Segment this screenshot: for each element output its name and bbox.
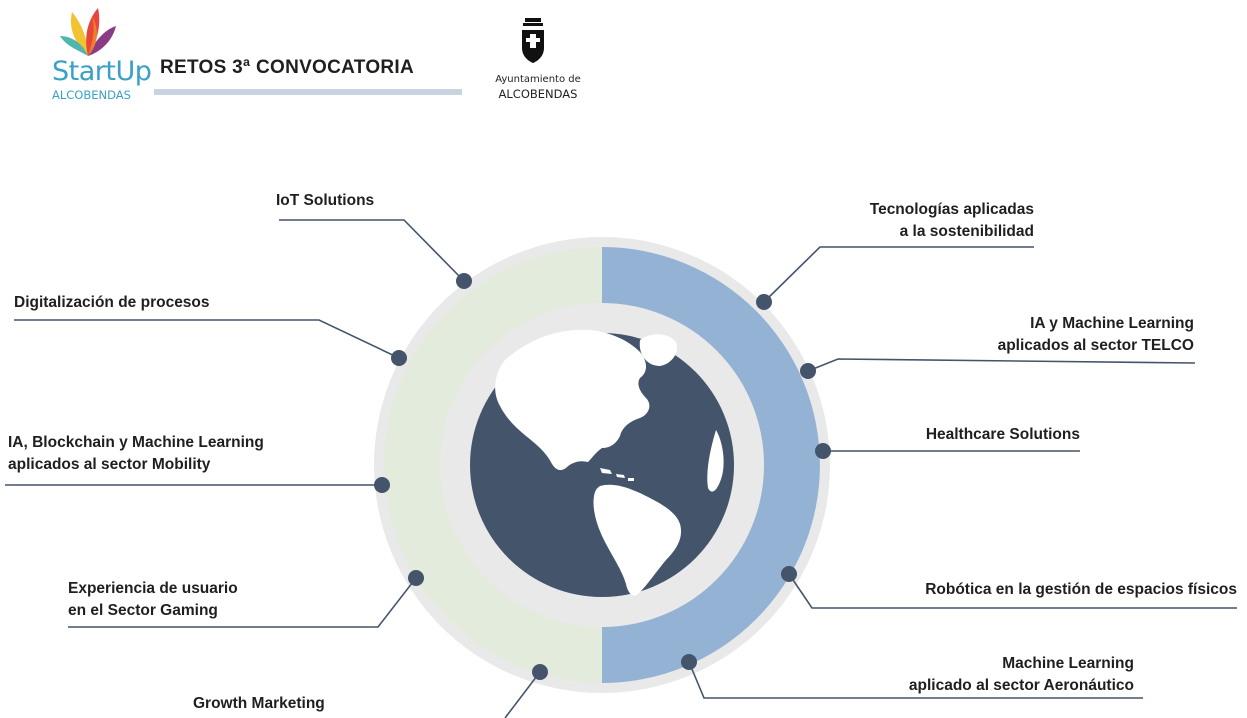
coat-of-arms-icon (522, 18, 544, 63)
challenge-label-telco: IA y Machine Learning aplicados al sector… (998, 315, 1194, 354)
challenge-dot-digitalizacion (391, 350, 407, 366)
challenge-label-line: Robótica en la gestión de espacios físic… (925, 581, 1237, 598)
greenland-shape (639, 334, 678, 366)
challenge-label-line: en el Sector Gaming (68, 602, 218, 619)
challenge-label-line: aplicado al sector Aeronáutico (909, 677, 1134, 694)
challenge-dot-sostenibilidad (756, 294, 772, 310)
connector-line-growth (504, 671, 541, 718)
challenge-label-iot: IoT Solutions (276, 192, 374, 209)
connector-line-telco (807, 358, 1196, 372)
challenge-dot-healthcare (815, 443, 831, 459)
challenge-label-line: Tecnologías aplicadas (870, 201, 1034, 218)
connector-line-robotica (788, 573, 1237, 609)
challenge-label-line: aplicados al sector Mobility (8, 456, 211, 473)
startup-petals-icon (60, 8, 116, 56)
challenge-dot-growth (532, 664, 548, 680)
challenge-label-line: a la sostenibilidad (900, 223, 1034, 240)
challenge-label-line: IoT Solutions (276, 192, 374, 209)
logo-startup-text: StartUp (52, 56, 152, 87)
challenge-label-growth: Growth Marketing (193, 695, 325, 712)
challenge-label-line: Machine Learning (1002, 655, 1134, 672)
challenge-label-line: Growth Marketing (193, 695, 325, 712)
connector-line-iot (279, 219, 465, 282)
challenge-label-line: IA, Blockchain y Machine Learning (8, 434, 264, 451)
north-america-shape (495, 329, 650, 471)
ayuntamiento-text: Ayuntamiento de (495, 74, 581, 85)
challenge-label-line: aplicados al sector TELCO (998, 337, 1194, 354)
challenge-dot-mobility (374, 477, 390, 493)
challenge-label-robotica: Robótica en la gestión de espacios físic… (925, 581, 1237, 598)
connector-line-sostenibilidad (763, 246, 1034, 303)
startup-alcobendas-logo: StartUp ALCOBENDAS (52, 6, 152, 102)
challenge-label-mobility: IA, Blockchain y Machine Learning aplicad… (8, 434, 264, 473)
alcobendas-text: ALCOBENDAS (498, 87, 578, 101)
south-america-shape (593, 484, 682, 596)
title-underline (154, 89, 462, 95)
challenge-dot-telco (800, 363, 816, 379)
challenge-label-line: Experiencia de usuario (68, 580, 238, 597)
challenge-label-line: Healthcare Solutions (926, 426, 1080, 443)
challenge-wheel (374, 237, 830, 693)
connector-line-gaming (68, 577, 417, 628)
challenge-dot-iot (456, 273, 472, 289)
challenge-label-line: Digitalización de procesos (14, 294, 210, 311)
challenge-dot-aeronautico (681, 654, 697, 670)
challenge-label-gaming: Experiencia de usuario en el Sector Gamin… (68, 580, 238, 619)
challenge-label-digitalizacion: Digitalización de procesos (14, 294, 210, 311)
challenge-label-healthcare: Healthcare Solutions (926, 426, 1080, 443)
challenge-dot-robotica (781, 566, 797, 582)
header: StartUp ALCOBENDAS RETOS 3ª CONVOCATORIA… (0, 0, 1247, 120)
caribbean-islands-shape (600, 468, 634, 481)
challenge-label-aeronautico: Machine Learning aplicado al sector Aeron… (909, 655, 1134, 694)
challenge-dot-gaming (408, 570, 424, 586)
connector-line-aeronautico (688, 661, 1143, 699)
challenge-label-line: IA y Machine Learning (1030, 315, 1194, 332)
africa-edge-shape (707, 430, 724, 492)
page-title: RETOS 3ª CONVOCATORIA (160, 57, 415, 78)
challenge-label-sostenibilidad: Tecnologías aplicadas a la sostenibilidad (870, 201, 1034, 240)
ayuntamiento-logo: Ayuntamiento de ALCOBENDAS (488, 16, 588, 106)
connector-line-digitalizacion (14, 319, 400, 359)
logo-alcobendas-text: ALCOBENDAS (52, 88, 131, 102)
